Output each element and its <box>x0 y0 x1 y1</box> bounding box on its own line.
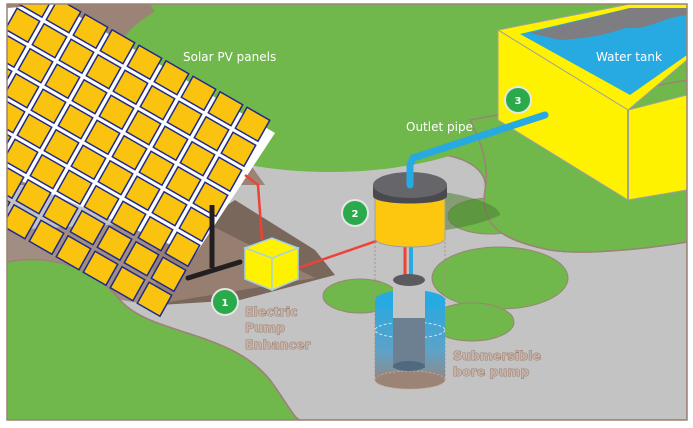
water-tank <box>496 4 687 201</box>
solar-cell <box>96 225 133 262</box>
solar-cell <box>84 119 121 156</box>
svg-text:1: 1 <box>222 298 229 309</box>
solar-cell <box>234 106 271 143</box>
solar-cell <box>110 200 147 237</box>
solar-cell <box>124 175 161 212</box>
solar-cell <box>16 113 53 150</box>
solar-cell <box>55 234 92 271</box>
solar-cell <box>150 256 187 293</box>
power-cable-panel <box>244 174 264 241</box>
pump-shadow <box>430 190 500 232</box>
solar-cell <box>69 209 106 246</box>
solar-cell <box>7 100 26 134</box>
solar-cell <box>71 78 108 115</box>
grass-patch <box>431 246 569 310</box>
solar-cell <box>7 166 25 200</box>
solar-cell <box>31 22 68 59</box>
solar-cell <box>83 184 120 221</box>
solar-cell <box>82 250 119 287</box>
solar-cell <box>57 103 94 140</box>
solar-cell <box>97 159 134 196</box>
solar-cell <box>30 88 67 125</box>
solar-cell <box>44 63 81 100</box>
solar-panel-array <box>7 4 275 318</box>
solar-cell <box>180 75 217 112</box>
step-badge-3: 3 <box>504 86 532 114</box>
solar-cell <box>29 153 66 190</box>
label-pump-enhancer: Enhancer <box>245 337 312 352</box>
solar-cell <box>139 84 176 121</box>
solar-cell <box>152 125 189 162</box>
solar-cell <box>28 219 65 256</box>
power-cable-pump <box>297 236 386 270</box>
step-badge-2: 2 <box>341 199 369 227</box>
pump-head <box>373 172 447 248</box>
label-outlet-pipe: Outlet pipe <box>406 120 473 134</box>
solar-cell <box>18 4 51 19</box>
solar-cell <box>207 90 244 127</box>
solar-cell <box>58 38 95 75</box>
solar-cell <box>125 109 162 146</box>
solar-cell <box>85 53 122 90</box>
electric-pump-enhancer-box <box>242 237 301 292</box>
solar-cell <box>136 281 173 318</box>
solar-cell <box>43 128 80 165</box>
solar-cell <box>15 178 52 215</box>
solar-cell <box>178 206 215 243</box>
solar-cell <box>166 100 203 137</box>
solar-cell <box>45 4 82 34</box>
panel-support-post <box>185 205 243 281</box>
solar-cell <box>193 115 230 152</box>
solar-cell <box>206 156 243 193</box>
solar-cell <box>220 131 257 168</box>
solar-cell <box>7 67 13 82</box>
solar-cell <box>151 190 188 227</box>
solar-cell <box>164 231 201 268</box>
solar-cell <box>72 13 109 50</box>
svg-text:2: 2 <box>352 209 359 220</box>
solar-cell <box>7 34 27 69</box>
solar-cell <box>56 169 93 206</box>
solar-cell <box>179 140 216 177</box>
solar-cell <box>123 240 160 277</box>
solar-cell <box>138 150 175 187</box>
solar-cell <box>98 94 135 131</box>
submersible-pump <box>393 274 425 371</box>
solar-cell <box>7 7 41 44</box>
solar-cell <box>111 134 148 171</box>
solar-cell <box>165 165 202 202</box>
solar-cell <box>70 144 107 181</box>
label-solar-panels: Solar PV panels <box>183 50 276 64</box>
solar-cell <box>7 72 40 109</box>
solar-cell <box>17 47 54 84</box>
solar-cell <box>126 44 163 81</box>
solar-cell <box>137 215 174 252</box>
solar-cell <box>112 69 149 106</box>
svg-text:3: 3 <box>515 96 522 107</box>
label-bore-pump: Submersible <box>453 348 541 363</box>
outlet-pipe <box>406 111 549 189</box>
solar-cell <box>42 194 79 231</box>
label-water-tank: Water tank <box>596 50 662 64</box>
solar-cell <box>109 265 146 302</box>
solar-cell <box>192 181 229 218</box>
solar-cell <box>7 203 38 240</box>
solar-cell <box>153 59 190 96</box>
label-bore-pump: bore pump <box>453 364 529 379</box>
step-badge-1: 1 <box>211 288 239 316</box>
solar-cell <box>7 133 12 145</box>
label-pump-enhancer: Pump <box>245 320 285 335</box>
diagram-frame <box>6 3 688 421</box>
solar-cell <box>99 28 136 65</box>
label-pump-enhancer: Electric <box>245 304 298 319</box>
